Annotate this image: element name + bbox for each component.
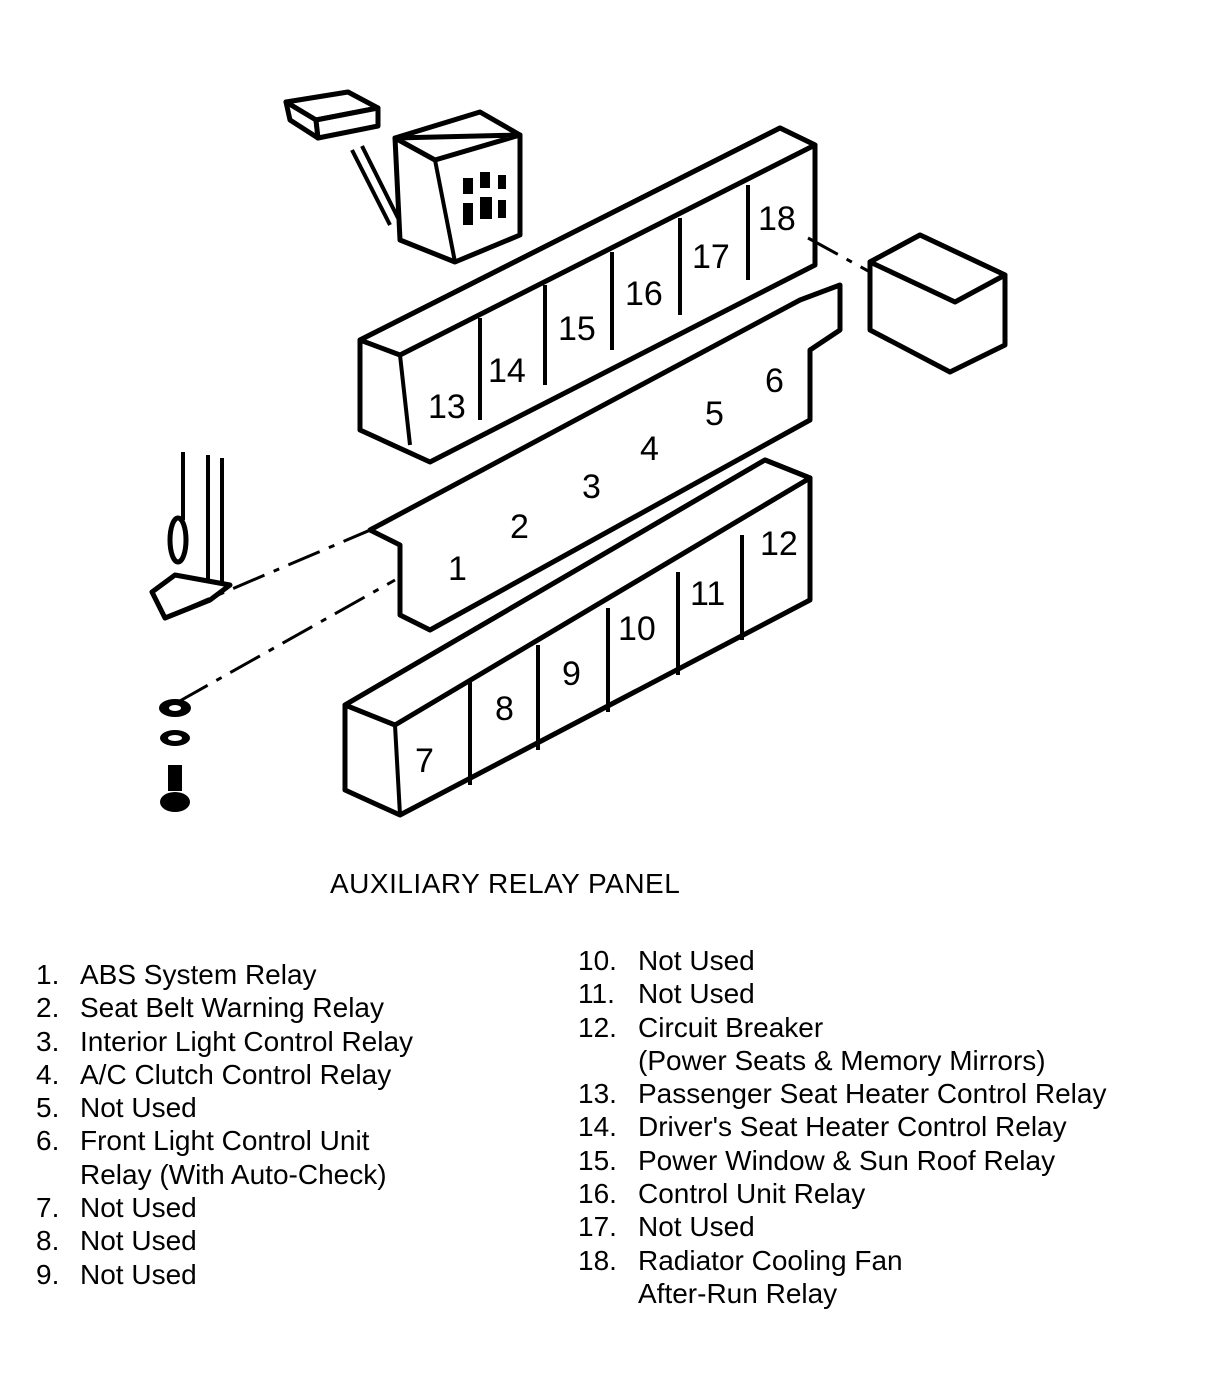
mounting-bracket (149, 452, 233, 621)
legend-text: Not Used (80, 1192, 197, 1224)
legend-number: 18. (578, 1244, 617, 1276)
legend-number: 2. (36, 992, 60, 1024)
legend-item: 9. Not Used (36, 1258, 413, 1291)
legend-item: 4. A/C Clutch Control Relay (36, 1058, 413, 1091)
legend-number: 10. (578, 945, 617, 976)
legend-text: Interior Light Control Relay (80, 1025, 414, 1057)
legend-number: 11. (578, 978, 615, 1010)
legend-number: 12. (578, 1011, 617, 1043)
legend-text-continued: After-Run Relay (638, 1277, 838, 1309)
legend-item: 8. Not Used (36, 1224, 413, 1257)
slot-numbers: 1 2 3 4 5 6 7 8 9 10 11 12 13 14 15 16 1… (415, 200, 798, 780)
legend-right: 10. Not Used 11. Not Used 12. Circuit Break… (578, 944, 1106, 1310)
slot-number: 13 (428, 388, 466, 426)
legend-number: 8. (36, 1225, 60, 1257)
relay-panel-diagram: 1 2 3 4 5 6 7 8 9 10 11 12 13 14 15 16 1… (149, 89, 1008, 818)
legend-item: 11. Not Used (578, 977, 1106, 1010)
legend-number: 15. (578, 1144, 617, 1176)
legend-number: 5. (36, 1092, 60, 1124)
slot-number: 7 (415, 742, 434, 780)
legend-number: 9. (36, 1258, 60, 1290)
legend-text: Driver's Seat Heater Control Relay (638, 1111, 1067, 1143)
slot-number: 14 (488, 352, 526, 390)
legend-text: Seat Belt Warning Relay (80, 992, 384, 1024)
legend-text: Front Light Control Unit (80, 1125, 370, 1157)
legend-left: 1. ABS System Relay 2. Seat Belt Warning R… (36, 958, 413, 1291)
legend-text: Not Used (80, 1225, 197, 1257)
legend-text: Not Used (638, 1211, 755, 1243)
legend-text-continued: Relay (With Auto-Check) (80, 1158, 387, 1190)
legend-number: 1. (36, 959, 60, 990)
legend-item: 13. Passenger Seat Heater Control Relay (578, 1077, 1106, 1110)
slot-number: 1 (448, 550, 467, 588)
legend-item: 2. Seat Belt Warning Relay (36, 991, 413, 1024)
legend-text: A/C Clutch Control Relay (80, 1058, 392, 1090)
relay-row-bottom (342, 457, 813, 818)
legend-number: 14. (578, 1111, 617, 1143)
slot-number: 8 (495, 690, 514, 728)
legend-number: 17. (578, 1211, 617, 1243)
relay-module-exploded (350, 109, 523, 265)
legend-text: Control Unit Relay (638, 1178, 866, 1210)
legend-text: Circuit Breaker (638, 1011, 824, 1043)
legend-text: Radiator Cooling Fan (638, 1244, 903, 1276)
relay-row-middle (367, 282, 843, 633)
legend-text: ABS System Relay (80, 959, 317, 990)
legend-item: 5. Not Used (36, 1091, 413, 1124)
legend-number: 6. (36, 1125, 60, 1157)
slot-number: 4 (640, 430, 659, 468)
legend-number: 3. (36, 1025, 60, 1057)
legend-number: 7. (36, 1192, 60, 1224)
slot-number: 17 (692, 238, 730, 276)
legend-item: 16. Control Unit Relay (578, 1177, 1106, 1210)
slot-number: 16 (625, 275, 663, 313)
legend-number: 4. (36, 1058, 60, 1090)
slot-number: 9 (562, 655, 581, 693)
slot-number: 18 (758, 200, 796, 238)
slot-number: 3 (582, 468, 601, 506)
diagram-title: AUXILIARY RELAY PANEL (330, 868, 681, 899)
legend-item: 7. Not Used (36, 1191, 413, 1224)
slot-number: 12 (760, 525, 798, 563)
slot-number: 6 (765, 362, 784, 400)
slot-number: 10 (618, 610, 656, 648)
legend-item: 1. ABS System Relay (36, 958, 413, 991)
legend-item: 18. Radiator Cooling Fan After-Run Relay (578, 1244, 1106, 1311)
relay-row-top (357, 125, 818, 465)
legend-text: Power Window & Sun Roof Relay (638, 1144, 1056, 1176)
slot-number: 15 (558, 310, 596, 348)
legend-text: Not Used (80, 1092, 197, 1124)
legend-item: 12. Circuit Breaker (Power Seats & Memory… (578, 1011, 1106, 1078)
legend-number: 13. (578, 1078, 617, 1110)
slot-number: 5 (705, 395, 724, 433)
legend-text: Not Used (80, 1258, 197, 1290)
legend-item: 6. Front Light Control Unit Relay (With A… (36, 1124, 413, 1191)
relay-module-detached (867, 232, 1008, 375)
legend-item: 15. Power Window & Sun Roof Relay (578, 1144, 1106, 1177)
screw-hardware (159, 699, 191, 812)
legend-item: 17. Not Used (578, 1210, 1106, 1243)
slot-number: 2 (510, 508, 529, 546)
legend-text: Passenger Seat Heater Control Relay (638, 1078, 1107, 1110)
legend-text: Not Used (638, 945, 755, 976)
legend-text: Not Used (638, 978, 755, 1010)
legend-text-continued: (Power Seats & Memory Mirrors) (638, 1044, 1046, 1076)
legend-item: 10. Not Used (578, 944, 1106, 977)
legend-number: 16. (578, 1178, 617, 1210)
alignment-lines (177, 236, 871, 704)
connector-plug (283, 89, 381, 141)
legend-item: 14. Driver's Seat Heater Control Relay (578, 1110, 1106, 1143)
legend-item: 3. Interior Light Control Relay (36, 1025, 413, 1058)
slot-number: 11 (690, 575, 725, 613)
